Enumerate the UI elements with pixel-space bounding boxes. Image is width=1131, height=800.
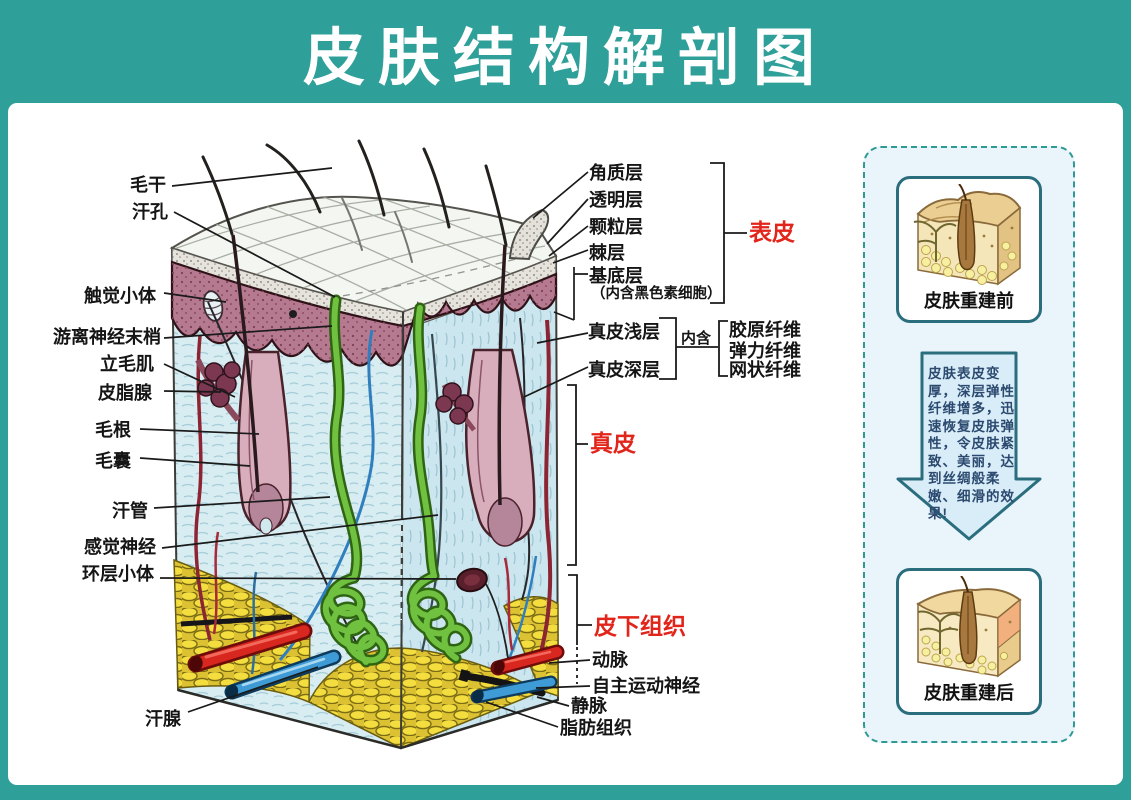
label-free-nerve-endings: 游离神经末梢 <box>53 327 161 347</box>
label-arrector-pili: 立毛肌 <box>100 354 154 374</box>
skin-after-card: 皮肤重建后 <box>896 568 1042 715</box>
page-title: 皮肤结构解剖图 <box>302 23 828 93</box>
label-stratum-lucidum: 透明层 <box>589 190 643 210</box>
label-stratum-spinosum: 棘层 <box>589 243 625 263</box>
skin-before-illustration <box>913 184 1022 286</box>
label-basale-note: （内含黑色素细胞） <box>591 286 722 302</box>
rebuild-arrow-text: 皮肤表皮变厚，深层弹性纤维增多，迅速恢复皮肤弹性，令皮肤紧致、美丽，达到丝绸般柔… <box>928 366 1015 521</box>
label-hair-root: 毛根 <box>95 420 131 440</box>
label-sweat-pore: 汗孔 <box>132 202 168 222</box>
label-stratum-basale: 基底层 <box>589 266 643 286</box>
label-epidermis: 表皮 <box>749 219 795 245</box>
label-subcutaneous: 皮下组织 <box>594 613 686 639</box>
label-reticular-fiber: 网状纤维 <box>729 360 801 380</box>
skin-before-card: 皮肤重建前 <box>896 176 1042 323</box>
label-sebaceous-gland: 皮脂腺 <box>98 383 152 403</box>
label-vein: 静脉 <box>571 696 607 716</box>
label-sweat-duct: 汗管 <box>112 501 148 521</box>
label-dermis-deep: 真皮深层 <box>588 360 660 380</box>
label-fat-tissue: 脂肪组织 <box>560 718 632 738</box>
label-collagen-fiber: 胶原纤维 <box>729 320 801 340</box>
label-artery: 动脉 <box>592 650 628 670</box>
skin-after-illustration <box>916 576 1022 678</box>
label-hair-shaft: 毛干 <box>130 175 166 195</box>
label-autonomic-motor-nerve: 自主运动神经 <box>592 676 700 696</box>
label-tactile-corpuscle: 触觉小体 <box>84 286 156 306</box>
label-lamellar-corpuscle: 环层小体 <box>82 564 154 584</box>
label-elastic-fiber: 弹力纤维 <box>729 341 801 361</box>
label-dermis: 真皮 <box>590 430 636 456</box>
label-hair-follicle: 毛囊 <box>95 451 131 471</box>
label-sensory-nerve: 感觉神经 <box>84 537 156 557</box>
label-sweat-gland: 汗腺 <box>145 709 181 729</box>
rebuild-panel: 皮肤重建前 皮肤表皮变厚，深层弹性纤维增多，迅速恢复皮肤弹性，令皮肤紧致、美丽，… <box>863 146 1075 743</box>
rebuild-arrow: 皮肤表皮变厚，深层弹性纤维增多，迅速恢复皮肤弹性，令皮肤紧致、美丽，达到丝绸般柔… <box>893 350 1049 546</box>
label-stratum-granulosum: 颗粒层 <box>589 217 643 237</box>
skin-after-label: 皮肤重建后 <box>924 683 1014 703</box>
title-banner: 皮肤结构解剖图 <box>0 0 1131 103</box>
skin-before-label: 皮肤重建前 <box>924 291 1014 311</box>
label-stratum-corneum: 角质层 <box>589 163 643 183</box>
label-contains: 内含 <box>681 330 712 347</box>
down-arrow-icon <box>896 351 1042 541</box>
label-dermis-superficial: 真皮浅层 <box>588 322 660 342</box>
